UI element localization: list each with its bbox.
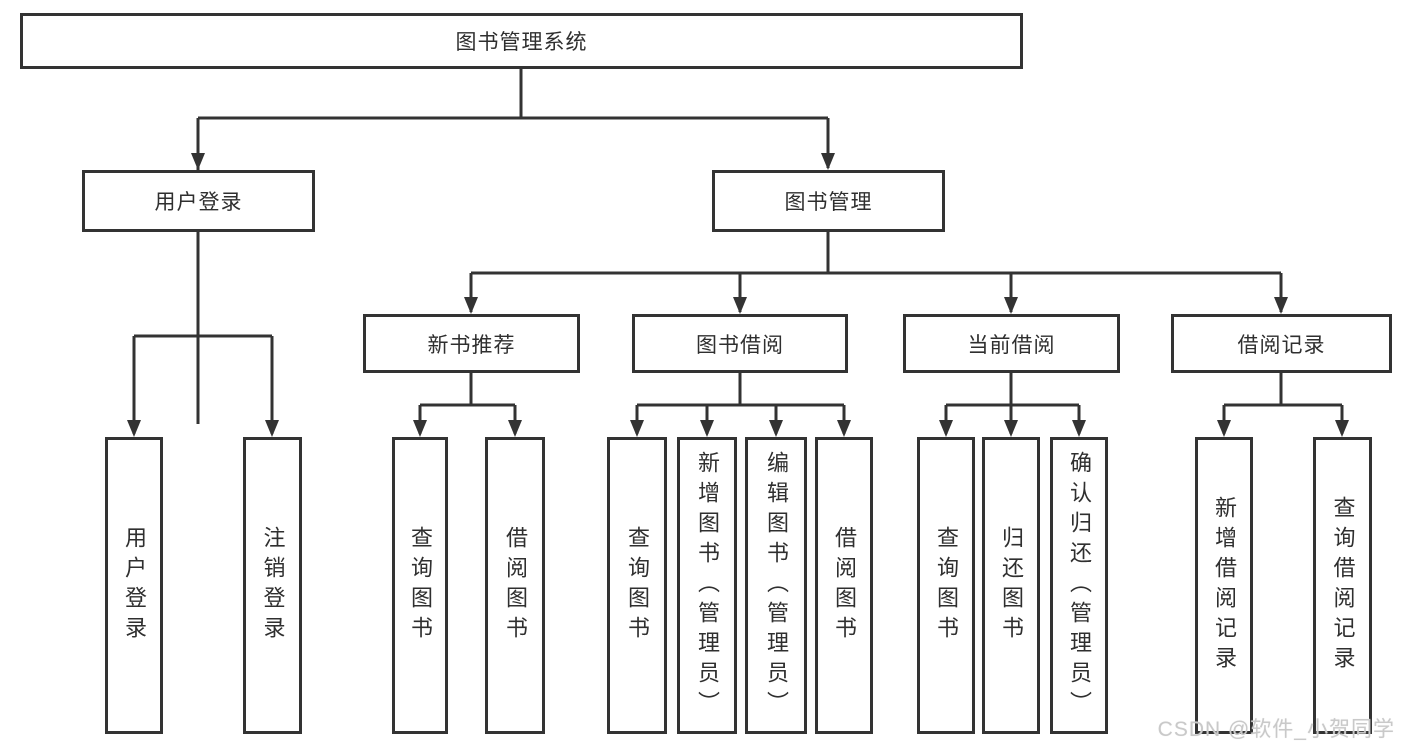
leaf-borrowing-edit-books-admin-label: 编辑图书（管理员） (764, 450, 789, 721)
leaf-borrowing-query-books: 查询图书 (607, 437, 667, 734)
leaf-records-query-record-label: 查询借阅记录 (1330, 495, 1356, 676)
csdn-watermark: CSDN @软件_小贺同学 (1157, 718, 1395, 741)
leaf-user-login: 用户登录 (105, 437, 163, 734)
leaf-current-confirm-return-admin-label: 确认归还（管理员） (1067, 450, 1092, 721)
leaf-recommend-borrow-books: 借阅图书 (485, 437, 545, 734)
leaf-logout-label: 注销登录 (260, 525, 286, 646)
leaf-recommend-query-books: 查询图书 (392, 437, 448, 734)
leaf-current-return-books: 归还图书 (982, 437, 1040, 734)
leaf-logout: 注销登录 (243, 437, 302, 734)
node-library-management-system: 图书管理系统 (20, 13, 1023, 69)
leaf-borrowing-edit-books-admin: 编辑图书（管理员） (745, 437, 807, 734)
leaf-borrowing-borrow-books: 借阅图书 (815, 437, 873, 734)
leaf-borrowing-borrow-books-label: 借阅图书 (832, 525, 857, 646)
leaf-user-login-label: 用户登录 (122, 525, 147, 646)
leaf-current-query-books: 查询图书 (917, 437, 975, 734)
leaf-recommend-borrow-books-label: 借阅图书 (503, 525, 528, 646)
node-borrow-records: 借阅记录 (1171, 314, 1392, 373)
leaf-records-query-record: 查询借阅记录 (1313, 437, 1372, 734)
node-new-book-recommend: 新书推荐 (363, 314, 580, 373)
leaf-records-add-record: 新增借阅记录 (1195, 437, 1253, 734)
leaf-borrowing-add-books-admin: 新增图书（管理员） (677, 437, 737, 734)
leaf-borrowing-add-books-admin-label: 新增图书（管理员） (695, 450, 720, 721)
node-current-borrowing: 当前借阅 (903, 314, 1120, 373)
leaf-current-confirm-return-admin: 确认归还（管理员） (1050, 437, 1108, 734)
node-user-login: 用户登录 (82, 170, 315, 232)
leaf-borrowing-query-books-label: 查询图书 (625, 525, 650, 646)
leaf-current-return-books-label: 归还图书 (999, 525, 1024, 646)
leaf-current-query-books-label: 查询图书 (934, 525, 959, 646)
node-book-management: 图书管理 (712, 170, 945, 232)
node-book-borrowing: 图书借阅 (632, 314, 848, 373)
leaf-records-add-record-label: 新增借阅记录 (1212, 495, 1237, 676)
leaf-recommend-query-books-label: 查询图书 (408, 525, 433, 646)
